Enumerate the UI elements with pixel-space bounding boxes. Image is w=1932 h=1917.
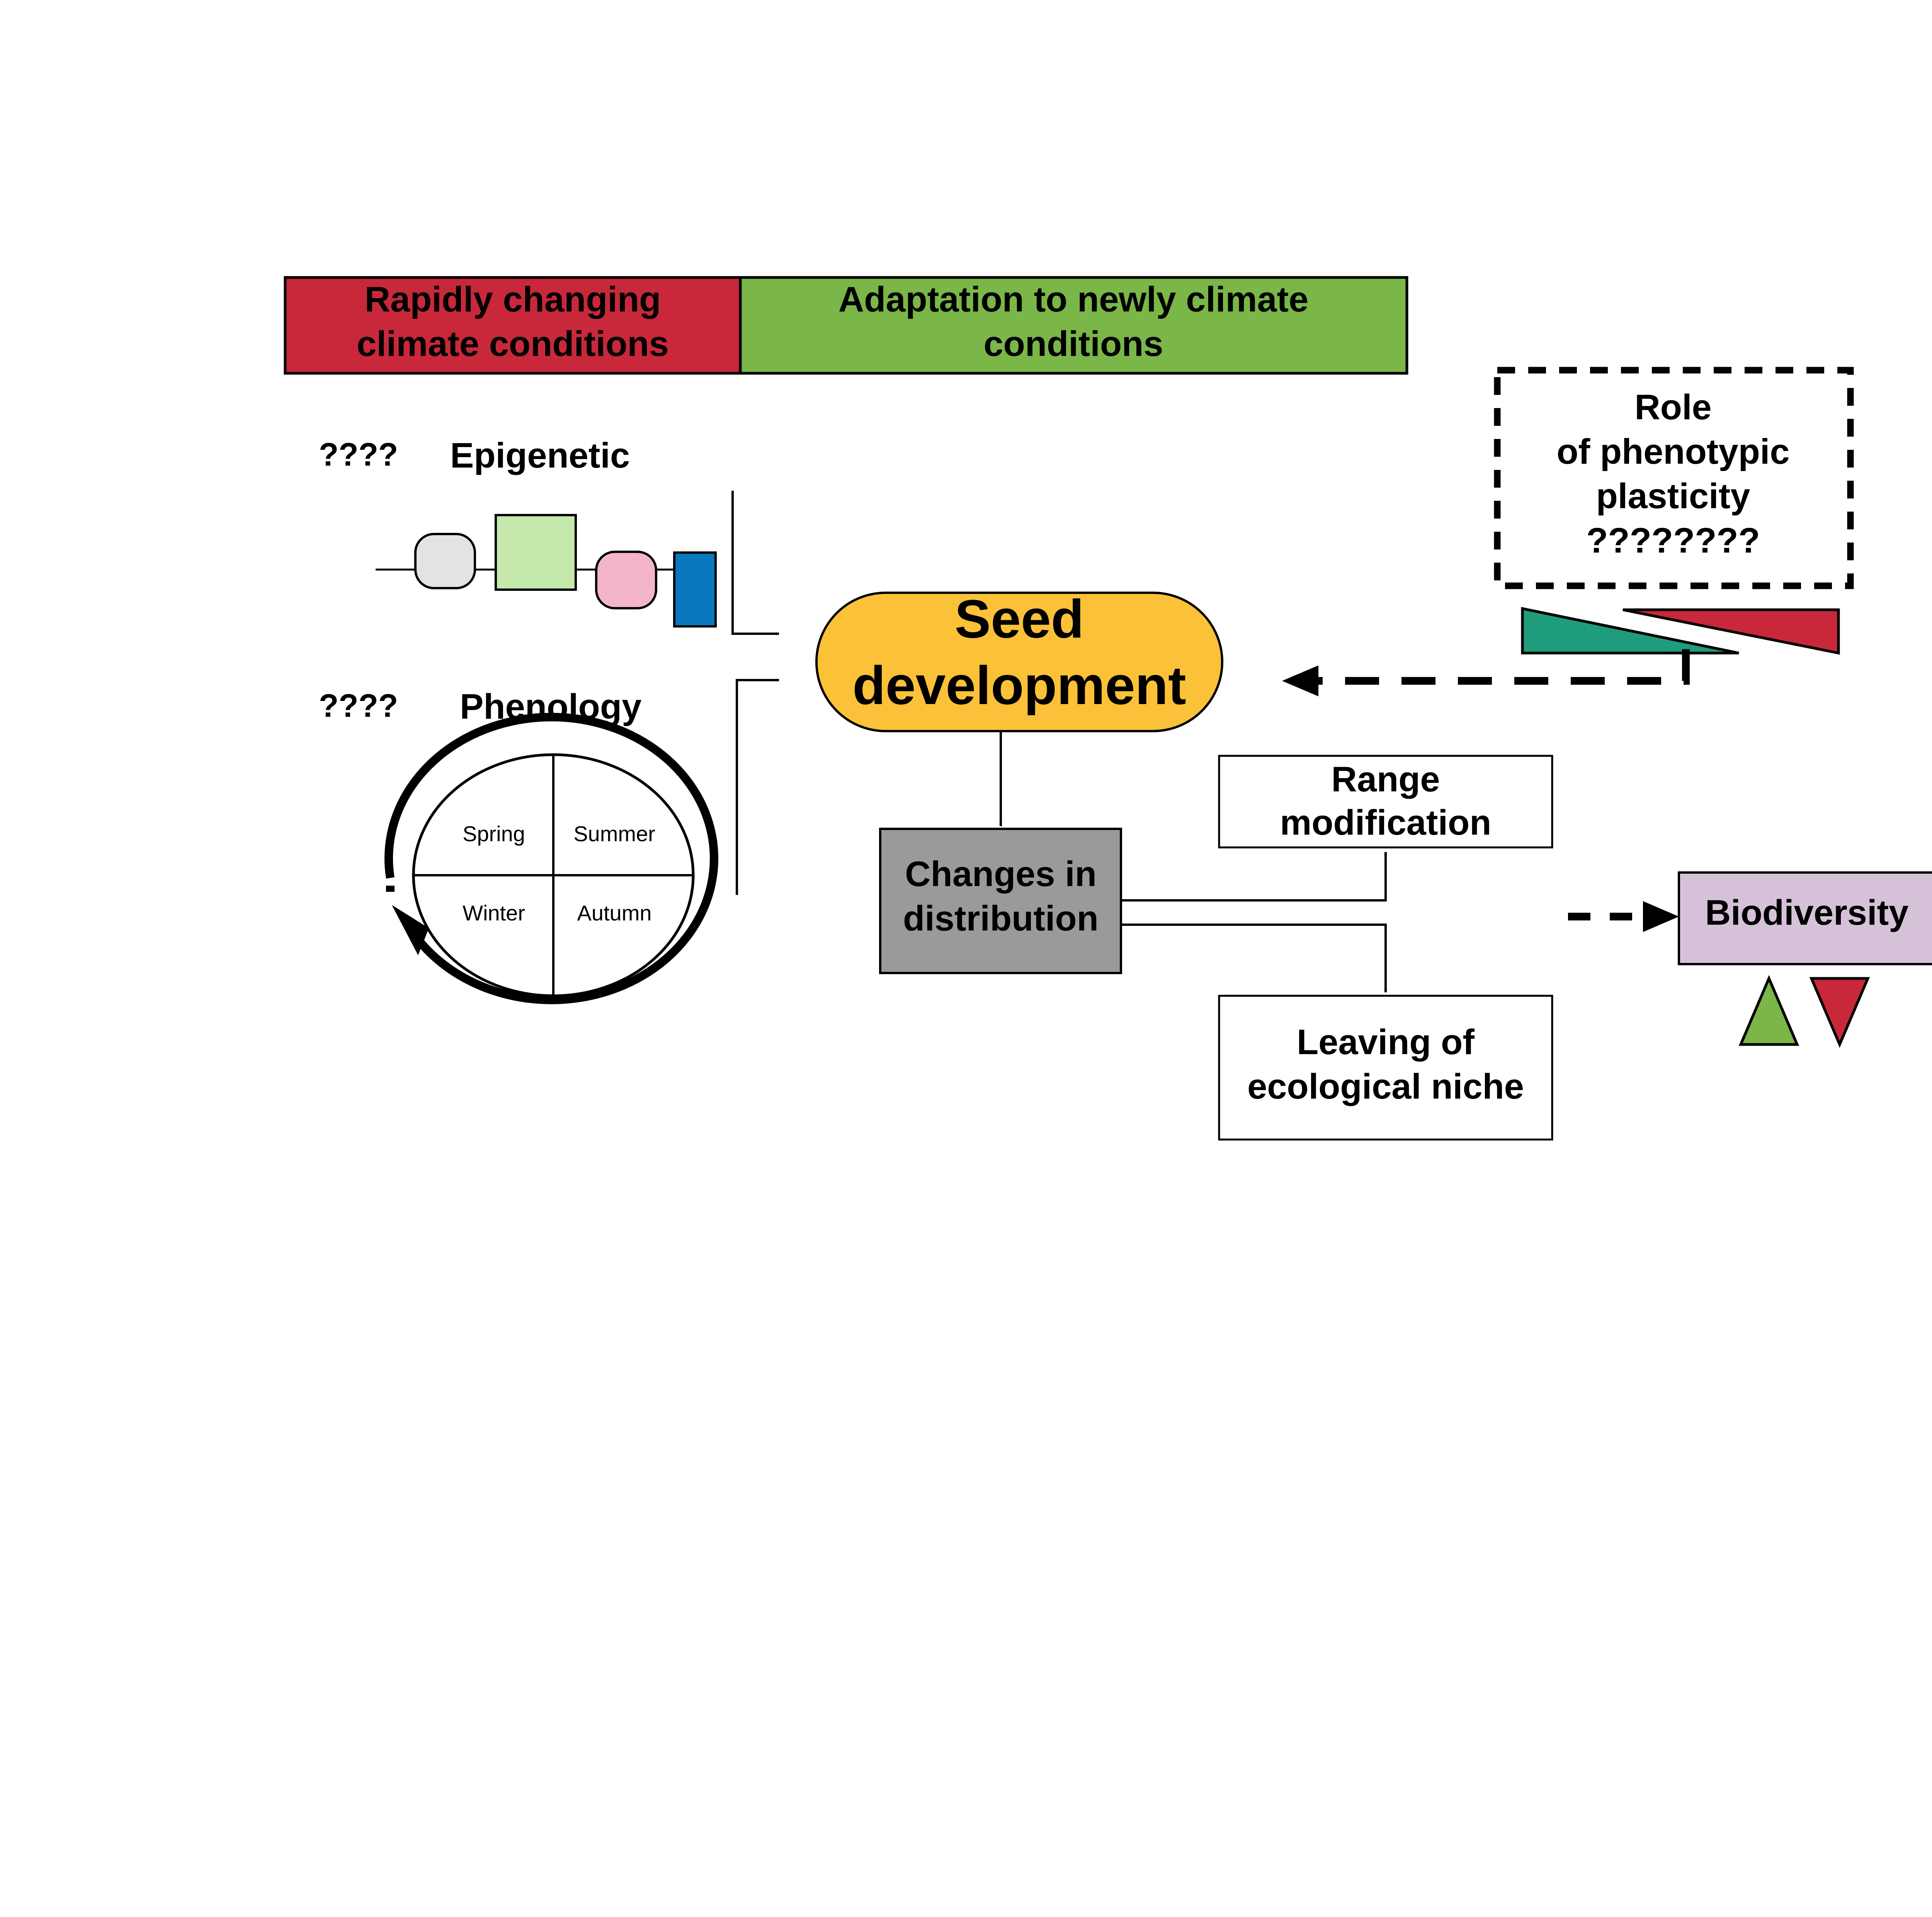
adaptation-bar (739, 276, 1408, 375)
niche-line2: ecological niche (1247, 1067, 1524, 1106)
seed-development-pill (815, 592, 1223, 732)
rapidly-changing-bar (284, 276, 742, 375)
niche-box (1218, 995, 1553, 1141)
plasticity-line2: of phenotypic (1556, 432, 1789, 471)
seed-development-line2: development (852, 655, 1186, 716)
seed-development-line1: Seed (955, 589, 1084, 649)
season-cycle-arrowhead (392, 905, 429, 955)
distribution-box (879, 828, 1122, 974)
season-summer: Summer (573, 822, 655, 846)
epigenetic-blue-mark (673, 551, 717, 628)
range-line1: Range (1331, 760, 1440, 799)
distribution-connectors (1121, 852, 1387, 993)
to-biodiversity-arrowhead (1643, 901, 1679, 932)
season-spring: Spring (463, 822, 525, 846)
plasticity-line1: Role (1634, 388, 1711, 427)
epigenetic-gray-mark (414, 533, 476, 589)
distribution-to-niche-connector (1121, 924, 1387, 993)
distribution-node: Changes in distribution (879, 828, 1122, 974)
epigenetic-question-marks: ???? (319, 436, 398, 473)
biodiversity-label: Biodiversity (1705, 893, 1909, 932)
plasticity-to-seed-dashed-line (1314, 649, 1690, 685)
epigenetic-label: Epigenetic (450, 436, 630, 475)
biodiversity-box (1678, 871, 1932, 965)
biodiversity-decrease-triangle (1809, 977, 1870, 1048)
plasticity-to-seed-arrowhead (1282, 665, 1318, 696)
range-line2: modification (1280, 803, 1492, 842)
adaptation-line2: conditions (983, 324, 1163, 364)
season-autumn: Autumn (577, 901, 652, 925)
distribution-line2: distribution (903, 899, 1099, 938)
phenology-connector (736, 679, 779, 895)
epigenetic-green-mark (495, 514, 577, 591)
phenology-group: ???? Phenology Spring Summer Winter Autu… (319, 687, 718, 1004)
range-box (1218, 755, 1553, 849)
input-connectors (731, 491, 779, 895)
niche-line1: Leaving of (1297, 1022, 1475, 1062)
plasticity-line3: plasticity (1596, 476, 1750, 516)
season-cycle-arrow (384, 713, 718, 1004)
distribution-line1: Changes in (905, 854, 1097, 894)
epigenetic-connector (731, 491, 779, 635)
plasticity-teal-wedge (1521, 607, 1739, 655)
range-node: Range modification (1218, 755, 1553, 849)
epigenetic-pink-mark (595, 551, 657, 609)
biodiversity-node: Biodiversity (1678, 871, 1932, 1048)
plasticity-dashed-box (1494, 367, 1854, 589)
rapidly-changing-line2: climate conditions (357, 324, 669, 364)
plasticity-line4: ???????? (1586, 521, 1760, 560)
plasticity-node: Role of phenotypic plasticity ???????? (1282, 367, 1854, 696)
header-bar: Rapidly changing climate conditions Adap… (284, 276, 1408, 375)
biodiversity-increase-triangle (1738, 975, 1799, 1046)
niche-node: Leaving of ecological niche (1218, 995, 1553, 1141)
phenology-question-marks: ???? (319, 687, 398, 724)
adaptation-line1: Adaptation to newly climate (838, 280, 1309, 319)
epigenetic-group: ???? Epigenetic (319, 436, 717, 628)
plasticity-red-wedge (1622, 608, 1840, 655)
rapidly-changing-line1: Rapidly changing (365, 280, 661, 319)
season-winter: Winter (463, 901, 525, 925)
seed-development-node: Seed development (815, 589, 1223, 732)
distribution-to-range-connector (1121, 852, 1387, 902)
